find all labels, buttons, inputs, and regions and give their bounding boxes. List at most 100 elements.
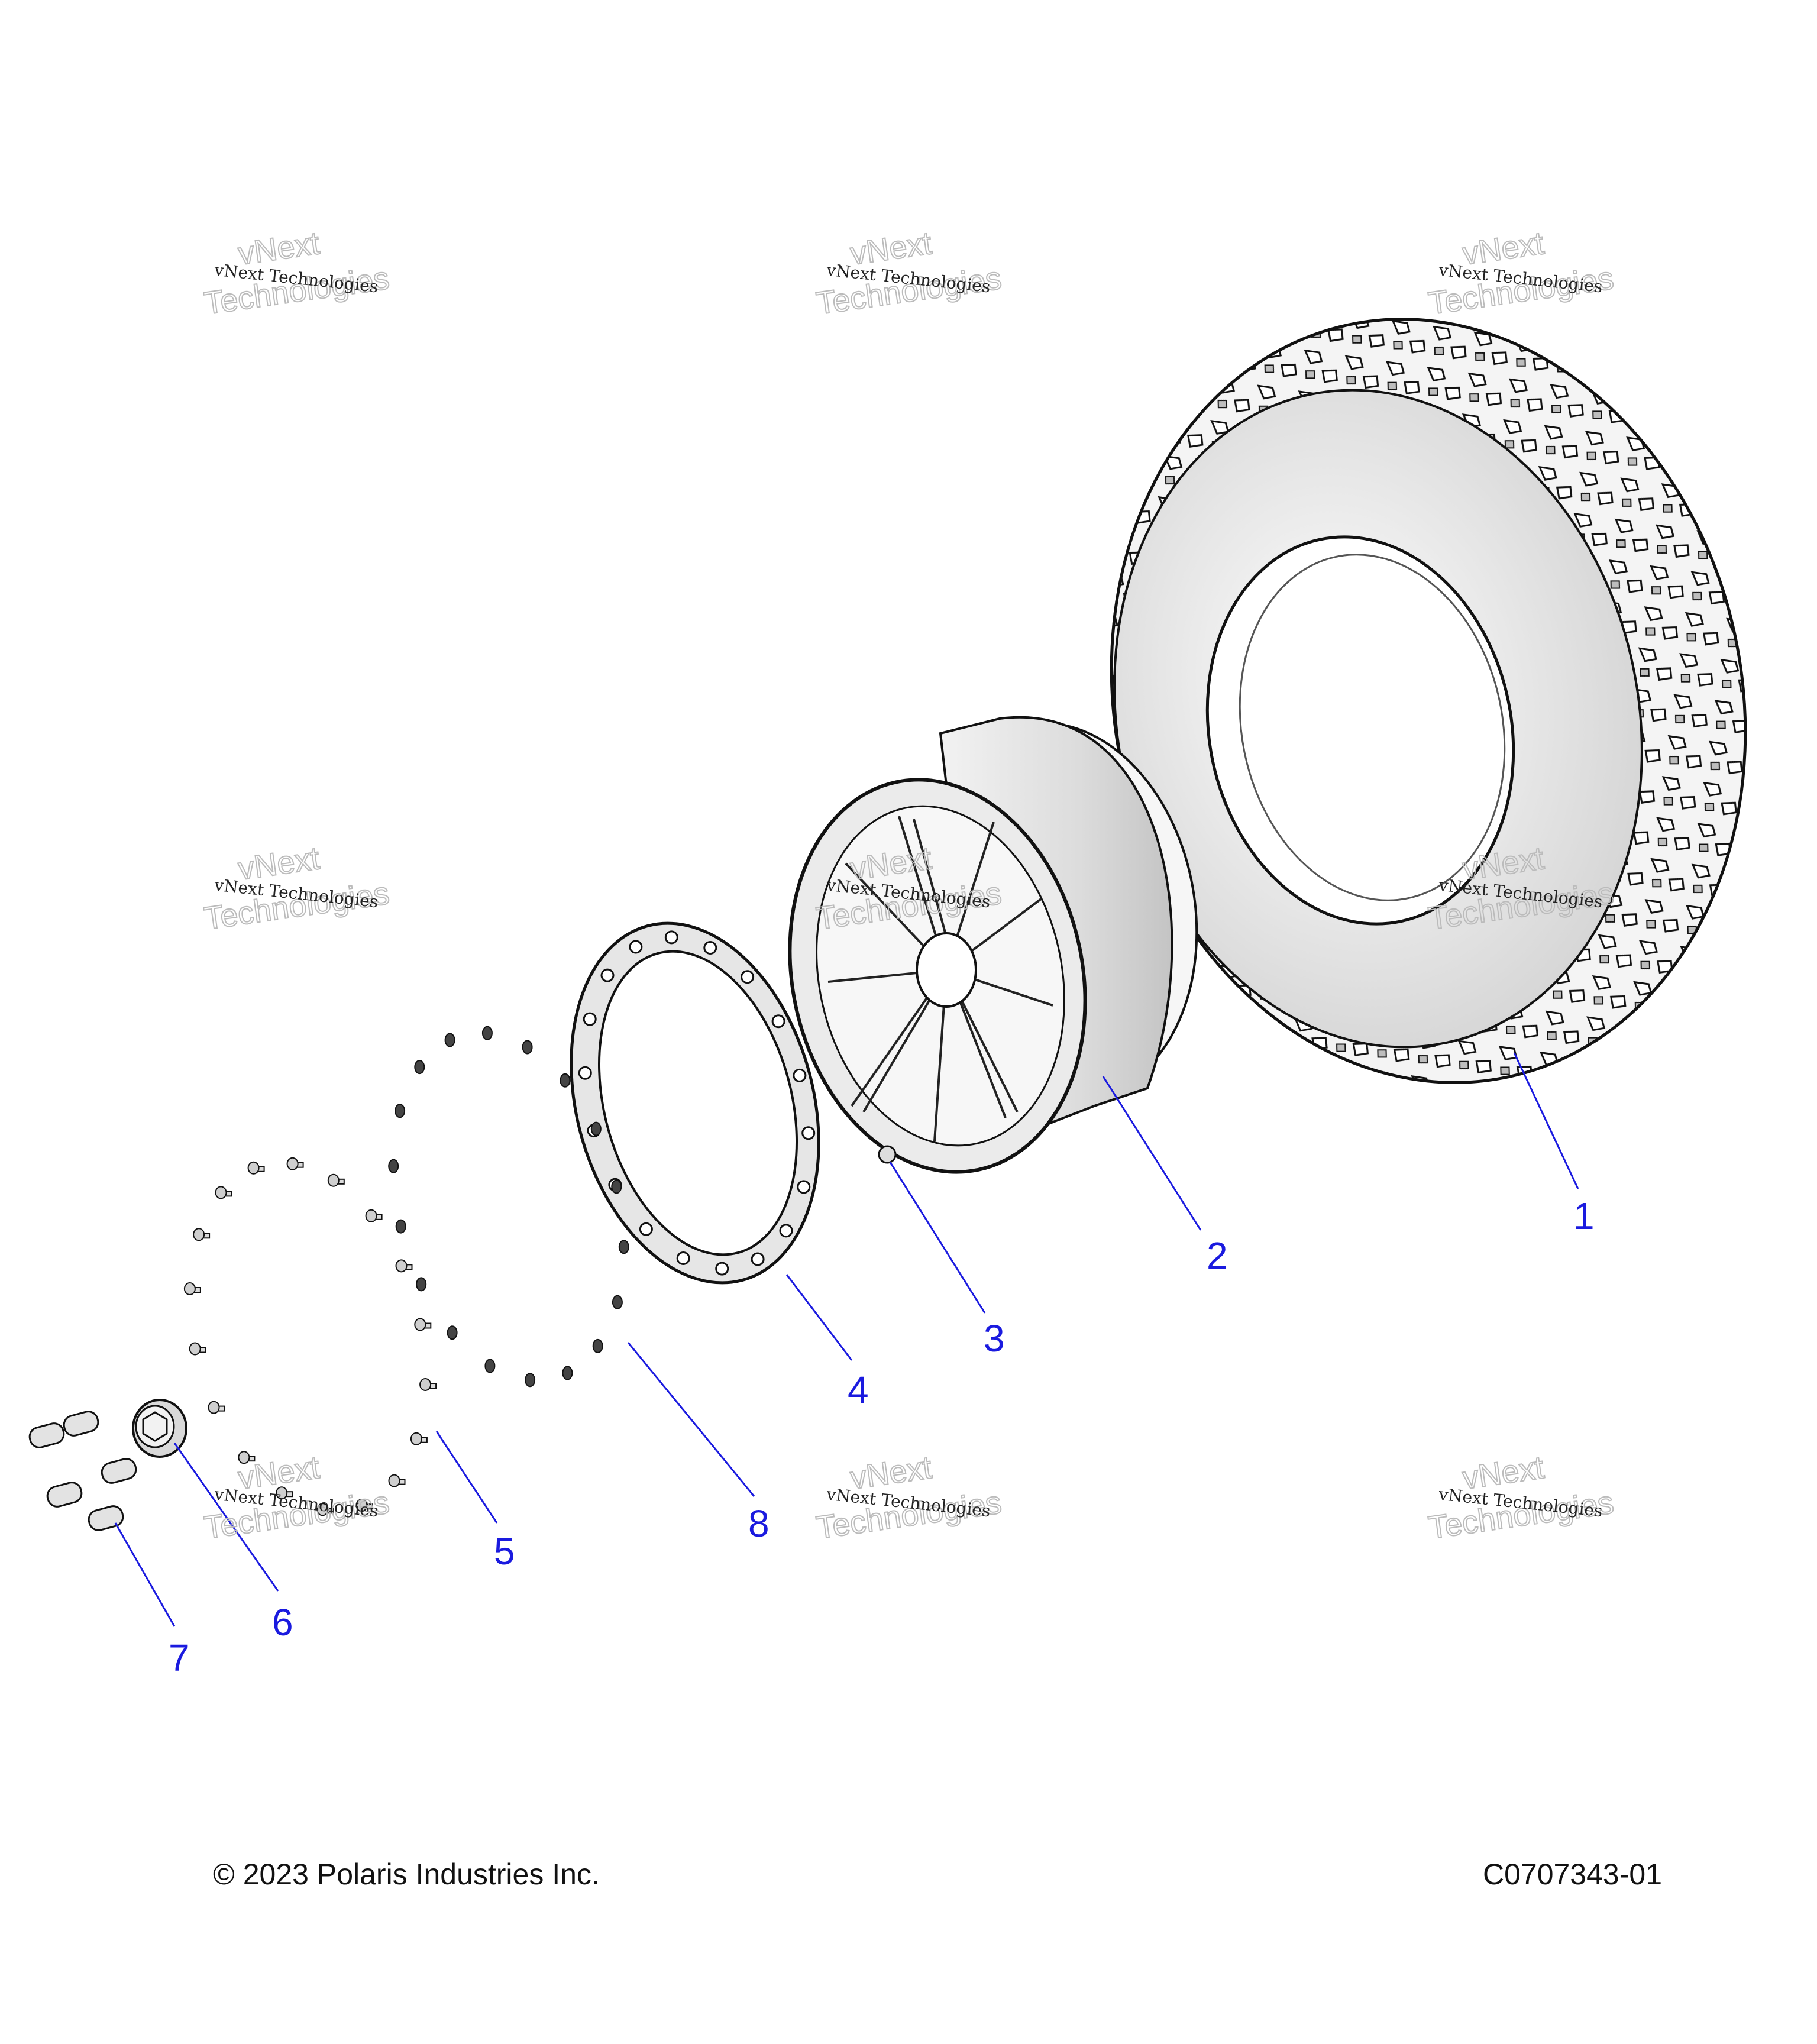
bolt-head [414, 1318, 426, 1331]
bolt [189, 1342, 206, 1356]
nut [444, 1033, 455, 1047]
wheel-rim-part [788, 716, 1198, 1174]
leader-line-7 [114, 1522, 176, 1627]
tire-bead-opening [1205, 535, 1515, 926]
nut [416, 1277, 427, 1292]
leader-line-6 [173, 1443, 279, 1592]
bolt [316, 1503, 334, 1516]
bolt-head [316, 1503, 329, 1516]
callout-1: 1 [1573, 1195, 1595, 1237]
bolt [238, 1451, 256, 1464]
bolt-head [193, 1228, 205, 1241]
bolt-head [208, 1401, 220, 1414]
bolt [355, 1499, 373, 1512]
tire-bead-inner-edge [1239, 554, 1506, 901]
bolt [327, 1173, 345, 1187]
drawing-number: C0707343-01 [1482, 1858, 1662, 1891]
ring-hole [703, 941, 717, 955]
nut [447, 1325, 458, 1340]
bolt-head [286, 1157, 299, 1170]
bolt-head [183, 1282, 196, 1295]
ring-hole [751, 1252, 765, 1266]
copyright-notice: © 2023 Polaris Industries Inc. [213, 1858, 600, 1891]
bolt [247, 1161, 265, 1175]
bolt-head [388, 1474, 400, 1487]
bolt-head [215, 1186, 227, 1199]
ring-hole [715, 1262, 729, 1276]
beadlock-bolts [183, 1157, 437, 1516]
lug-cap [46, 1482, 83, 1508]
beadlock-ring-part [570, 921, 820, 1285]
leader-line-1 [1513, 1052, 1579, 1189]
callout-8: 8 [748, 1502, 770, 1545]
bolt-head [395, 1259, 408, 1273]
callout-numbers: 1 2 3 4 5 6 7 8 [169, 1195, 1595, 1679]
bolt [208, 1401, 225, 1414]
ring-hole [779, 1224, 793, 1238]
bolt-head [238, 1451, 250, 1464]
nut [484, 1359, 496, 1373]
bolt [276, 1486, 293, 1500]
lug-caps-part [28, 1411, 137, 1531]
ring-hole [793, 1068, 807, 1082]
valve-stem-part [878, 1145, 897, 1164]
ring-hole [583, 1012, 597, 1026]
ring-hole [741, 970, 755, 984]
nut [395, 1104, 406, 1118]
center-cap-logo-icon [142, 1411, 168, 1442]
leader-line-5 [435, 1431, 498, 1524]
ring-hole [676, 1251, 690, 1265]
lug-cap [101, 1458, 137, 1484]
ring-hole [801, 1126, 816, 1140]
ring-hole [578, 1066, 592, 1080]
bolt [183, 1282, 201, 1295]
leader-lines [114, 1052, 1579, 1627]
callout-6: 6 [272, 1601, 293, 1644]
nut [592, 1338, 603, 1353]
nut [560, 1073, 571, 1088]
bolt-head [365, 1209, 377, 1222]
bolt-head [419, 1378, 432, 1391]
bolt [395, 1259, 413, 1273]
bolt [388, 1474, 406, 1487]
lug-cap [88, 1505, 124, 1531]
nut [590, 1121, 602, 1136]
bolt-head [276, 1486, 288, 1500]
bolt [365, 1209, 383, 1222]
bolt [286, 1157, 304, 1170]
nut [562, 1366, 573, 1380]
leader-line-2 [1102, 1076, 1202, 1231]
nut [618, 1240, 629, 1254]
bolt-head [189, 1342, 201, 1356]
leader-line-8 [627, 1342, 755, 1497]
ring-hole [629, 940, 643, 954]
beadlock-nuts [388, 1026, 629, 1388]
center-cap-face [135, 1405, 175, 1448]
bolt [410, 1432, 428, 1445]
bolt [215, 1186, 232, 1199]
leader-line-4 [785, 1274, 853, 1361]
nut [481, 1026, 493, 1040]
bolt-head [410, 1432, 422, 1445]
bolt [414, 1318, 432, 1331]
callout-4: 4 [848, 1369, 869, 1411]
bolt [193, 1228, 211, 1241]
nut [388, 1159, 399, 1173]
bolt-head [327, 1173, 340, 1187]
bolt [419, 1378, 437, 1391]
callout-7: 7 [169, 1637, 190, 1679]
valve-stem-cap [878, 1145, 897, 1164]
nut [414, 1060, 425, 1075]
rim-hub [916, 932, 977, 1008]
tire-part [1110, 318, 1747, 1084]
beadlock-ring-inner [597, 950, 798, 1256]
lug-cap [63, 1411, 99, 1437]
ring-hole [600, 968, 615, 982]
nut [525, 1373, 536, 1388]
